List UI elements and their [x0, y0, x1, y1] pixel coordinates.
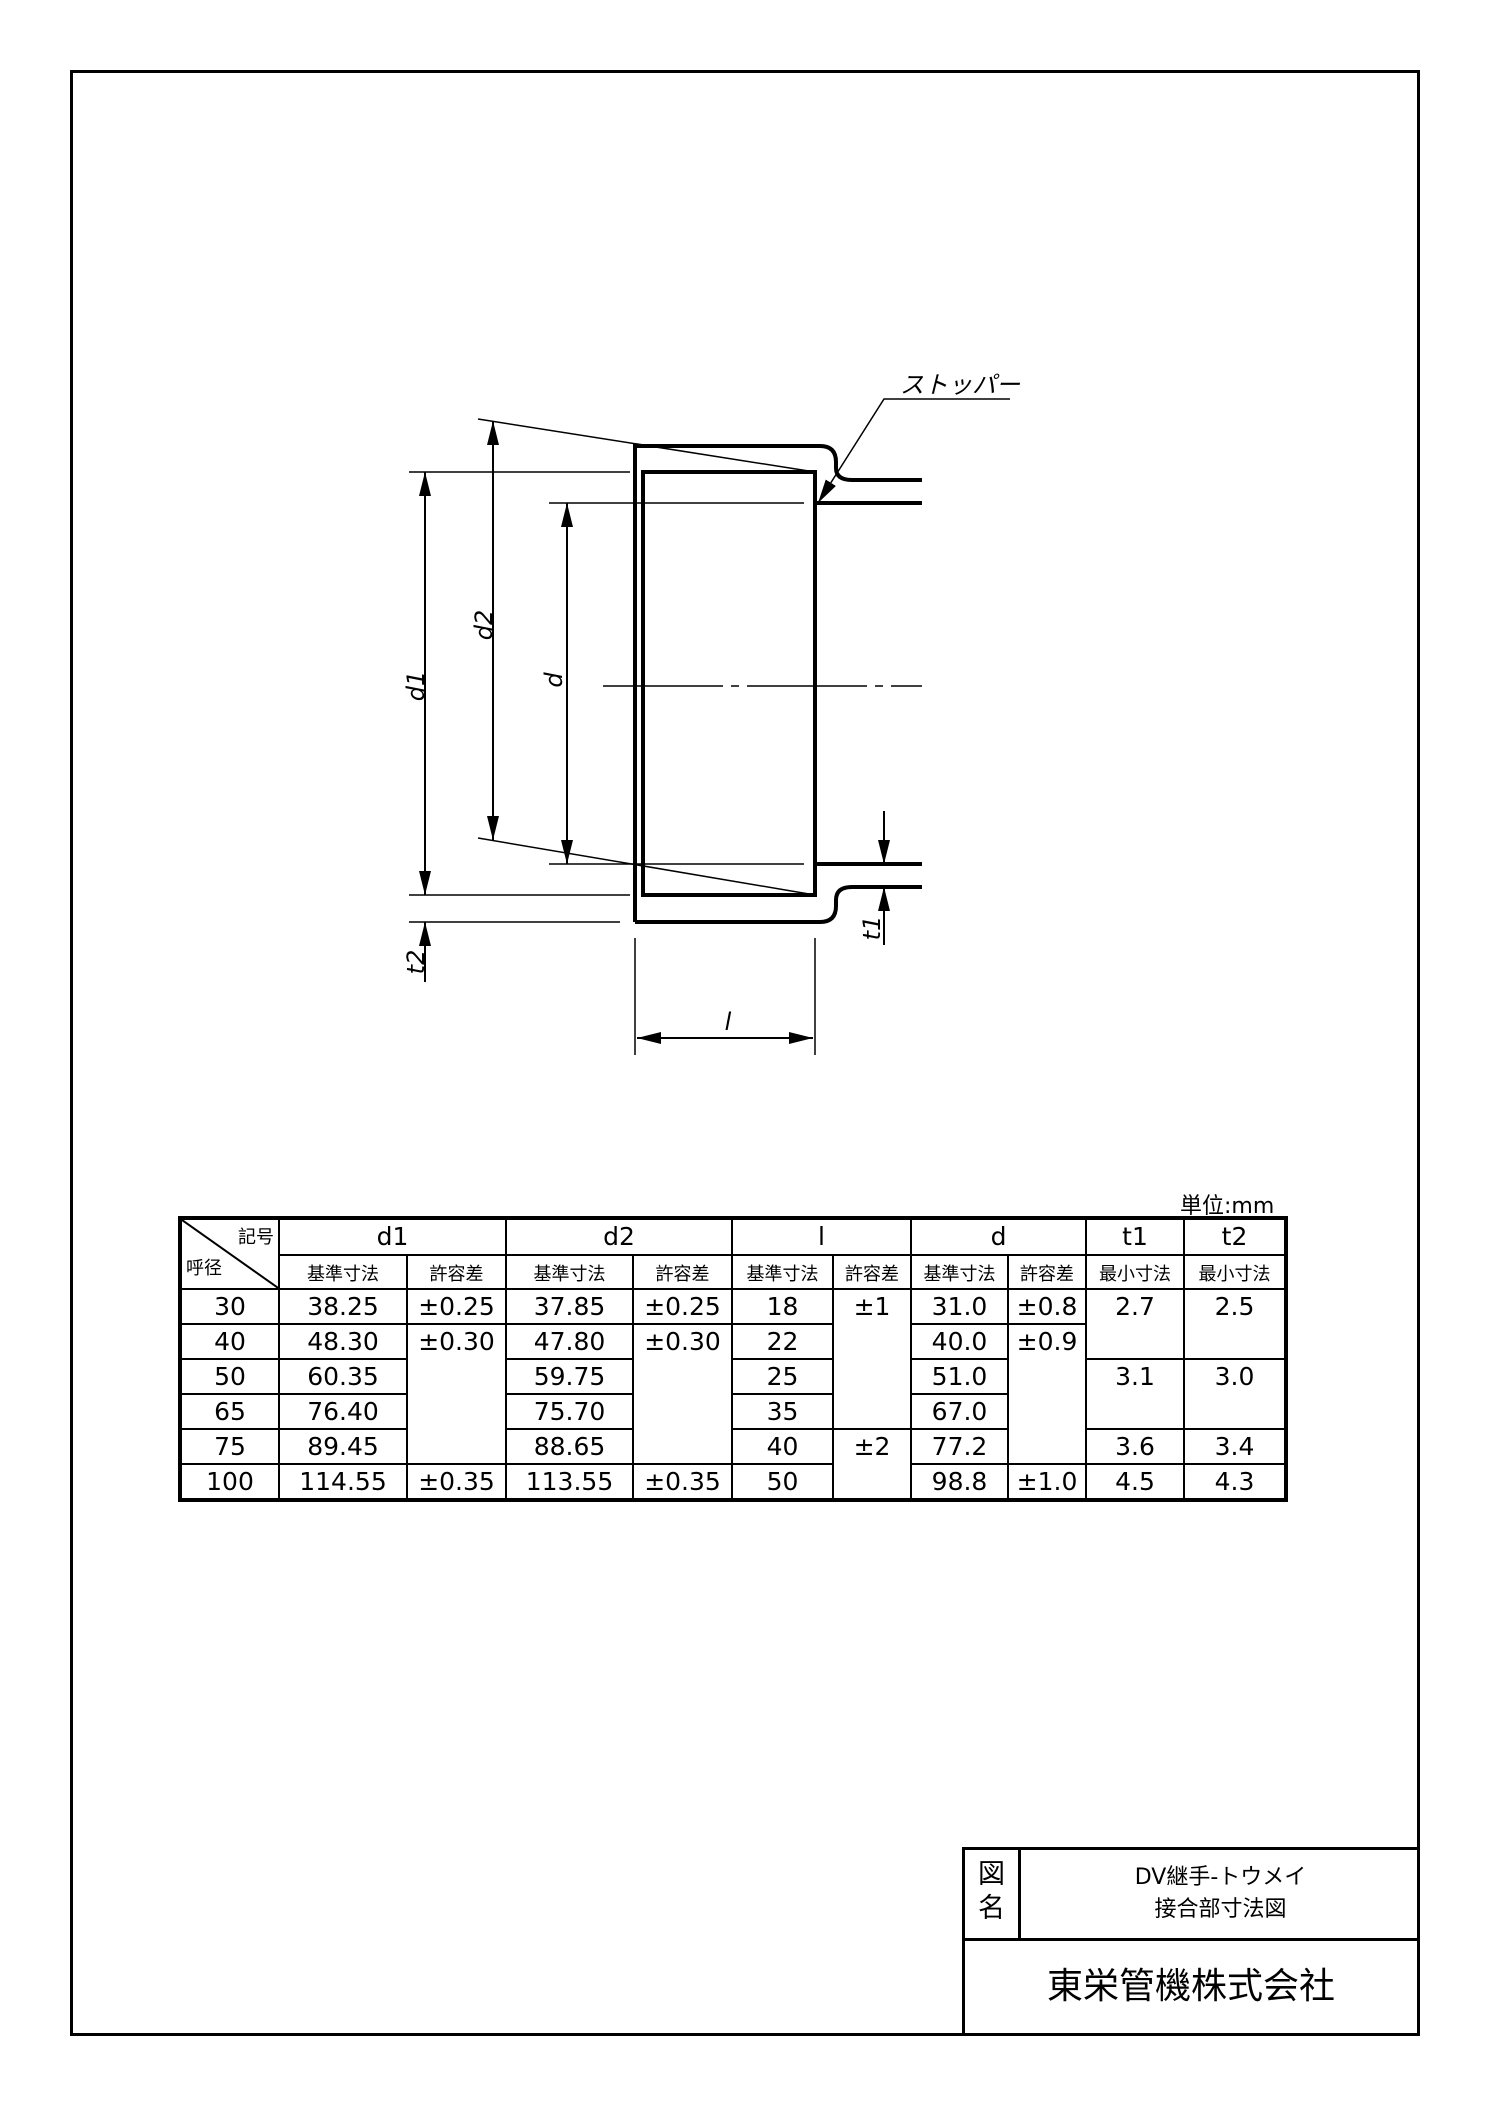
header-d: d	[910, 1217, 1088, 1256]
cell-l: 40	[731, 1428, 834, 1465]
cell-d: 40.0	[910, 1323, 1010, 1360]
table-row: 100 114.55 ±0.35 113.55 ±0.35 50 98.8 ±1…	[179, 1463, 1288, 1501]
cell-t2: 3.4	[1183, 1428, 1288, 1465]
cell-t1: 4.5	[1085, 1463, 1186, 1501]
cell-l: 25	[731, 1358, 834, 1395]
cell-size: 50	[179, 1358, 280, 1395]
cell-d1: 76.40	[278, 1393, 408, 1430]
sub-min: 最小寸法	[1085, 1254, 1186, 1290]
table-row: 30 38.25 ±0.25 37.85 ±0.25 18 ±1 31.0 ±0…	[179, 1288, 1288, 1430]
cell-d1: 114.55	[278, 1463, 408, 1501]
cell-d1: 38.25	[278, 1288, 408, 1325]
cell-size: 75	[179, 1428, 280, 1465]
sub-base: 基準寸法	[278, 1254, 408, 1290]
cell-d2: 113.55	[505, 1463, 634, 1501]
stopper-leader	[817, 398, 1010, 504]
sub-tol: 許容差	[406, 1254, 507, 1290]
corner-cell: 記号 呼径	[179, 1217, 281, 1290]
dimension-table: 記号 呼径 d1 d2 l d t1 t2 基準寸法 許容差 基準寸法 許容差 …	[178, 1216, 1289, 1502]
label-char: 図	[978, 1859, 1005, 1890]
cell-l: 18	[731, 1288, 834, 1325]
cell-d: 98.8	[910, 1463, 1010, 1501]
cell-d2-tol: ±0.35	[632, 1463, 733, 1501]
cell-d-tol: ±1.0	[1007, 1463, 1088, 1501]
label-d2: d2	[470, 610, 498, 641]
cell-size: 100	[179, 1463, 280, 1501]
cell-d1-tol: ±0.35	[406, 1463, 507, 1501]
cell-size: 30	[179, 1288, 280, 1325]
nominal-header: 呼径	[186, 1258, 222, 1279]
cell-l-tol: ±2	[831, 1428, 913, 1501]
drawing-name-line2: 接合部寸法図	[1154, 1897, 1287, 1922]
header-l: l	[730, 1217, 913, 1256]
cell-l-tol: ±1	[831, 1288, 913, 1430]
cell-l: 35	[731, 1393, 834, 1430]
sub-min: 最小寸法	[1183, 1254, 1288, 1290]
cell-d1: 60.35	[278, 1358, 408, 1395]
cell-d-tol: ±0.8	[1007, 1288, 1088, 1325]
title-block: 図 名 DV継手-トウメイ 接合部寸法図 東栄管機株式会社	[962, 1847, 1417, 2033]
sub-tol: 許容差	[831, 1254, 913, 1290]
cell-t2: 3.0	[1183, 1358, 1288, 1430]
cell-t2: 4.3	[1183, 1463, 1288, 1501]
cell-d2: 47.80	[505, 1323, 634, 1360]
cell-d1: 89.45	[278, 1428, 408, 1465]
table-row: 75 89.45 88.65 40 ±2 77.2 3.6 3.4	[179, 1428, 1288, 1501]
table-row: 40 48.30 ±0.30 47.80 ±0.30 22 40.0 ±0.9	[179, 1323, 1286, 1465]
cell-d2-tol: ±0.30	[632, 1323, 733, 1465]
table-row: 65 76.40 75.70 35 67.0	[179, 1393, 1286, 1430]
label-l: l	[725, 1008, 732, 1036]
table-row: 50 60.35 59.75 25 51.0 3.1 3.0	[179, 1358, 1288, 1430]
joint-drawing: d1 d2 d t2 t1 l ストッパー	[402, 371, 1021, 1055]
unit-label: 単位:mm	[1180, 1194, 1275, 1219]
header-d2: d2	[505, 1217, 733, 1256]
label-t2: t2	[402, 950, 430, 975]
label-d: d	[540, 672, 568, 688]
label-char: 名	[978, 1893, 1005, 1924]
title-row: 図 名 DV継手-トウメイ 接合部寸法図	[965, 1850, 1417, 1941]
label-d1: d1	[402, 671, 430, 702]
cell-d2-tol: ±0.25	[632, 1288, 733, 1325]
cell-t1: 2.7	[1085, 1288, 1186, 1360]
cell-d2: 37.85	[505, 1288, 634, 1325]
header-d1: d1	[278, 1217, 507, 1256]
cell-d: 77.2	[910, 1428, 1010, 1465]
company-name: 東栄管機株式会社	[1046, 1966, 1335, 2007]
cell-d: 51.0	[910, 1358, 1010, 1395]
drawing-frame	[70, 70, 1420, 2036]
sub-base: 基準寸法	[505, 1254, 634, 1290]
cell-d2: 88.65	[505, 1428, 634, 1465]
cell-t1: 3.6	[1085, 1428, 1186, 1465]
drawing-name: DV継手-トウメイ 接合部寸法図	[1024, 1850, 1417, 1926]
cell-l: 50	[731, 1463, 834, 1501]
cell-d-tol: ±0.9	[1007, 1323, 1088, 1465]
cell-size: 40	[179, 1323, 280, 1360]
symbol-header: 記号	[238, 1227, 274, 1248]
cell-d1-tol: ±0.30	[406, 1323, 507, 1465]
pipe-inner	[641, 470, 817, 897]
stopper-label: ストッパー	[900, 371, 1021, 399]
cell-d1-tol: ±0.25	[406, 1288, 507, 1325]
sub-tol: 許容差	[632, 1254, 733, 1290]
drawing-name-label: 図 名	[965, 1850, 1021, 1938]
cell-size: 65	[179, 1393, 280, 1430]
label-t1: t1	[858, 916, 886, 941]
header-t1: t1	[1085, 1217, 1186, 1256]
cell-d2: 59.75	[505, 1358, 634, 1395]
cell-l: 22	[731, 1323, 834, 1360]
drawing-name-line1: DV継手-トウメイ	[1134, 1865, 1307, 1890]
sub-base: 基準寸法	[910, 1254, 1010, 1290]
sub-base: 基準寸法	[731, 1254, 834, 1290]
socket-outline-bottom	[635, 885, 922, 924]
cell-d1: 48.30	[278, 1323, 408, 1360]
socket-outline	[633, 444, 922, 922]
cell-d2: 75.70	[505, 1393, 634, 1430]
cell-t1: 3.1	[1085, 1358, 1186, 1430]
diagonal-line	[182, 1220, 281, 1290]
cell-d: 31.0	[910, 1288, 1010, 1325]
sub-tol: 許容差	[1007, 1254, 1088, 1290]
header-t2: t2	[1183, 1217, 1288, 1256]
cell-d: 67.0	[910, 1393, 1010, 1430]
cell-t2: 2.5	[1183, 1288, 1288, 1360]
